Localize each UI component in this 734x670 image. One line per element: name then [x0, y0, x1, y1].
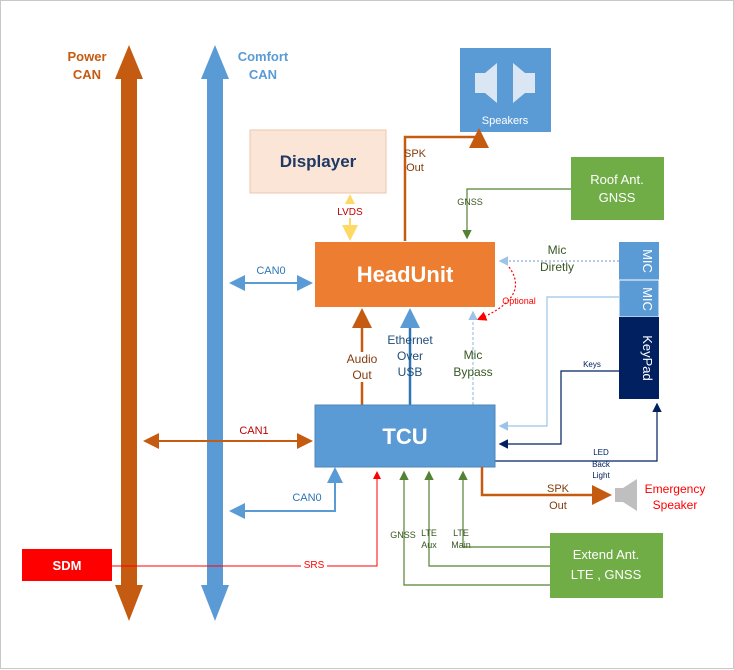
- lte-main-label-1: LTE: [453, 528, 469, 538]
- emergency-speaker-icon: [615, 479, 637, 511]
- displayer-block: [249, 129, 387, 194]
- extend-ant-label-2: LTE , GNSS: [571, 567, 642, 582]
- optional-curve: [476, 266, 517, 321]
- lte-aux-line: [424, 470, 550, 567]
- spk-out-top-label-1: SPK: [404, 148, 427, 160]
- tcu-block: [314, 404, 496, 468]
- headunit-block: [315, 242, 495, 307]
- spk-out-top-label-2: Out: [406, 162, 424, 174]
- mic-directly-label-1: Mic: [548, 243, 567, 257]
- roof-ant-label-1: Roof Ant.: [590, 172, 643, 187]
- spk-out-bottom-label-2: Out: [549, 500, 567, 512]
- speaker-icon: [475, 63, 535, 103]
- mic-block-2: [618, 279, 660, 318]
- tcu-label: TCU: [382, 424, 427, 449]
- gnss-bottom-line: [399, 470, 550, 586]
- gnss-top-label: GNSS: [457, 197, 483, 207]
- lte-main-label-2: Main: [451, 540, 471, 550]
- roof-ant-block: [571, 157, 664, 220]
- can0-top-label: CAN0: [256, 265, 285, 277]
- srs-line: [112, 471, 381, 567]
- power-can-bus: [115, 45, 143, 621]
- sdm-block: [22, 549, 112, 581]
- ethernet-label-2: Over: [397, 349, 423, 363]
- can0-bottom-label: CAN0: [292, 492, 321, 504]
- speakers-label: Speakers: [482, 115, 529, 127]
- headunit-label: HeadUnit: [357, 262, 454, 287]
- mic-directly-label-2: Diretly: [540, 260, 574, 274]
- optional-label: Optional: [502, 296, 536, 306]
- lte-main-line: [458, 470, 550, 548]
- ethernet-label-3: USB: [398, 365, 423, 379]
- comfort-can-label-2: CAN: [249, 67, 277, 82]
- comfort-can-bus: [201, 45, 229, 621]
- led-label-1: LED: [593, 448, 609, 457]
- srs-label: SRS: [304, 560, 325, 571]
- lte-aux-label-1: LTE: [421, 528, 437, 538]
- emergency-label-2: Speaker: [653, 498, 698, 512]
- audio-out-label-2: Out: [352, 368, 372, 382]
- keypad-label: KeyPad: [640, 335, 655, 381]
- led-label-3: Light: [592, 471, 610, 480]
- mic-bypass-label-1: Mic: [464, 348, 483, 362]
- keys-label: Keys: [583, 360, 601, 369]
- keys-line: [498, 370, 619, 449]
- emergency-label-1: Emergency: [645, 482, 706, 496]
- can0-bottom-arrow: [229, 471, 336, 519]
- mic-bypass-label-2: Bypass: [453, 365, 492, 379]
- roof-ant-label-2: GNSS: [599, 190, 636, 205]
- extend-ant-block: [550, 533, 663, 598]
- power-can-label-1: Power: [67, 49, 106, 64]
- lvds-label: LVDS: [337, 207, 363, 218]
- mic2-line: [498, 296, 619, 431]
- mic-label-2: MIC: [640, 287, 655, 311]
- gnss-top-line: [462, 188, 571, 240]
- sdm-label: SDM: [53, 558, 82, 573]
- mic-label-1: MIC: [640, 249, 655, 273]
- led-label-2: Back: [592, 460, 611, 469]
- lte-aux-label-2: Aux: [421, 540, 437, 550]
- can1-label: CAN1: [239, 425, 268, 437]
- ethernet-label-1: Ethernet: [387, 333, 433, 347]
- comfort-can-label-1: Comfort: [238, 49, 289, 64]
- spk-out-top-arrow: [403, 128, 489, 241]
- extend-ant-label-1: Extend Ant.: [573, 547, 640, 562]
- spk-out-bottom-arrow: [480, 467, 612, 505]
- gnss-bottom-label: GNSS: [390, 530, 416, 540]
- spk-out-bottom-label-1: SPK: [547, 483, 570, 495]
- audio-out-label-1: Audio: [347, 352, 378, 366]
- power-can-label-2: CAN: [73, 67, 101, 82]
- keypad-block: [619, 317, 659, 399]
- led-back-light-line: [495, 402, 662, 462]
- displayer-label: Displayer: [280, 152, 357, 171]
- mic-block-1: [619, 242, 659, 280]
